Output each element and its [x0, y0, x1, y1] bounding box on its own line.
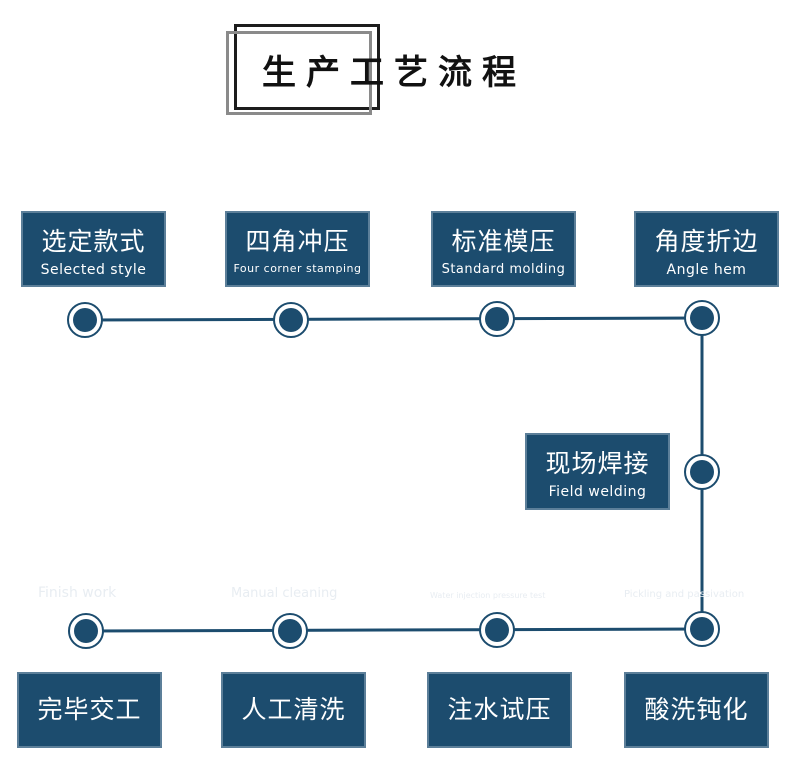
- step-label-zh: 酸洗钝化: [644, 695, 749, 724]
- step-box-water-injection: 注水试压: [427, 672, 572, 748]
- title-frame-outer: [234, 24, 380, 110]
- step-label-zh: 完毕交工: [37, 695, 142, 724]
- faint-label-finish-work: Finish work: [38, 585, 117, 601]
- page-title: 生产工艺流程: [262, 53, 526, 93]
- step-label-zh: 选定款式: [41, 227, 146, 256]
- step-box-angle-hem: 角度折边 Angle hem: [634, 211, 779, 287]
- step-label-zh: 四角冲压: [245, 227, 350, 256]
- step-box-pickling-passivation: 酸洗钝化: [624, 672, 769, 748]
- flow-line-top: [84, 316, 703, 322]
- step-box-four-corner-stamping: 四角冲压 Four corner stamping: [225, 211, 370, 287]
- step-label-en: Selected style: [40, 262, 147, 278]
- step-box-selected-style: 选定款式 Selected style: [21, 211, 166, 287]
- node-angle-hem: [684, 300, 720, 336]
- step-label-en: Field welding: [548, 484, 647, 500]
- step-label-zh: 现场焊接: [545, 449, 650, 478]
- node-field-welding: [684, 454, 720, 490]
- flow-line-bottom: [85, 627, 703, 633]
- step-label-en: Standard molding: [441, 262, 566, 277]
- step-label-zh: 人工清洗: [241, 695, 346, 724]
- step-box-finish-work: 完毕交工: [17, 672, 162, 748]
- faint-label-water-injection: Water injection pressure test: [430, 591, 546, 600]
- step-box-standard-molding: 标准模压 Standard molding: [431, 211, 576, 287]
- title-frame-inner: [226, 31, 372, 115]
- node-manual-cleaning: [272, 613, 308, 649]
- node-pickling-passivation: [684, 611, 720, 647]
- step-label-en: Angle hem: [666, 262, 747, 278]
- faint-label-pickling-passivation: Pickling and passivation: [624, 589, 745, 600]
- step-label-en: Four corner stamping: [233, 262, 362, 275]
- node-standard-molding: [479, 301, 515, 337]
- step-box-field-welding: 现场焊接 Field welding: [525, 433, 670, 510]
- faint-label-manual-cleaning: Manual cleaning: [231, 586, 338, 601]
- step-box-manual-cleaning: 人工清洗: [221, 672, 366, 748]
- node-finish-work: [68, 613, 104, 649]
- step-label-zh: 角度折边: [654, 227, 759, 256]
- node-selected-style: [67, 302, 103, 338]
- node-water-injection: [479, 612, 515, 648]
- step-label-zh: 标准模压: [451, 227, 556, 256]
- node-four-corner-stamping: [273, 302, 309, 338]
- step-label-zh: 注水试压: [447, 695, 552, 724]
